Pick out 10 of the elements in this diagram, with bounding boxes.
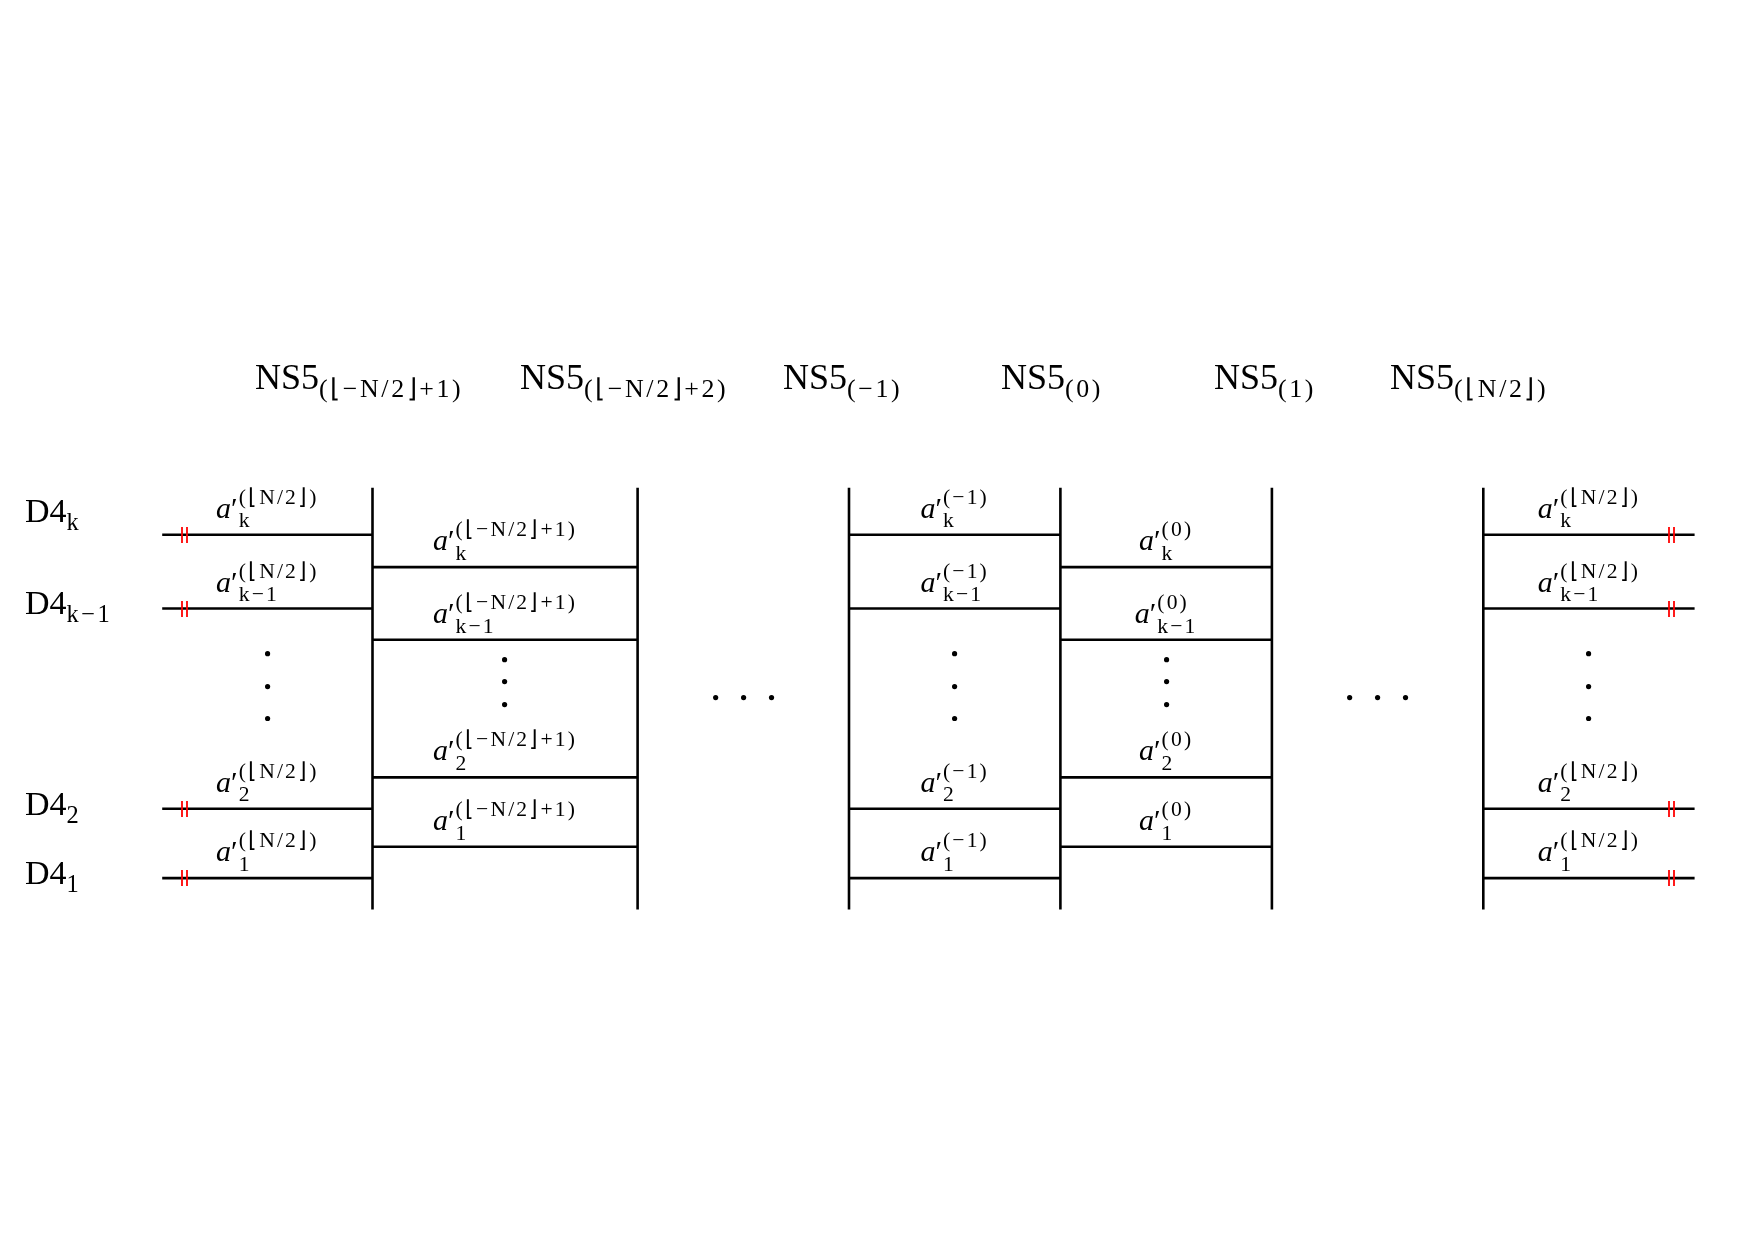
brane-label: NS5$_{(⌊−N/2⌋+1)}$	[255, 359, 464, 403]
brane-label: NS5$_{(⌊N/2⌋)}$	[1390, 359, 1549, 403]
brane-label: D4$_{2}$	[25, 787, 82, 828]
brane-label: NS5$_{(0)}$	[1001, 359, 1103, 403]
brane-label: NS5$_{(−1)}$	[783, 359, 903, 403]
brane-label: D4$_{k−1}$	[25, 586, 113, 627]
brane-label: NS5$_{(⌊−N/2⌋+2)}$	[520, 359, 729, 403]
brane-label: D4$_{1}$	[25, 856, 82, 897]
brane-label: NS5$_{(1)}$	[1214, 359, 1316, 403]
brane-label: D4$_{k}$	[25, 494, 82, 535]
